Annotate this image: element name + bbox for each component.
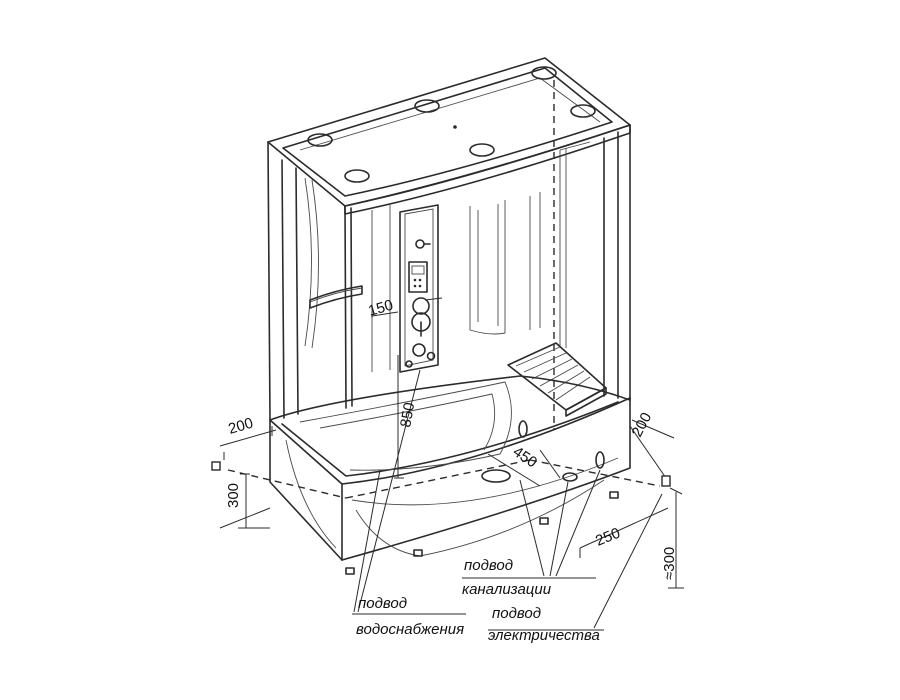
cabin-walls [267,80,631,430]
bathtub [269,375,631,575]
wall-socket-left-icon [211,461,221,471]
dim-panel-height: 850 [397,401,418,429]
foot-icon [609,491,619,499]
connection-labels: подвод канализации подвод водоснабжения … [356,557,600,644]
control-display-icon [408,261,428,293]
dim-right-height: ≈300 [661,547,678,580]
roof-light-icon [531,66,557,80]
sewer-label-line1: подвод [464,557,513,574]
dim-left-height: 300 [225,483,242,508]
dim-right-depth: 250 [593,525,623,550]
roof-light-icon [344,169,370,183]
dim-drain-offset: 450 [510,443,540,471]
dimension-lines-right [345,419,684,589]
roof-light-icon [307,133,333,147]
power-label-line1: подвод [492,605,541,622]
power-inlet-icon [595,451,605,469]
seat [507,342,607,417]
control-panel [399,204,439,373]
water-inlet-icon [518,420,528,438]
roof-light-icon [469,143,495,157]
dimension-texts: 200 300 150 850 450 200 250 ≈300 [225,297,678,580]
mixer-knob-icon [412,297,430,315]
leader-lines [352,369,663,631]
drain-icon [481,469,511,483]
water-label-line1: подвод [358,595,407,612]
roof-light-icon [414,99,440,113]
wall-socket-right-icon [661,475,671,487]
roof-vent-icon [453,125,457,129]
sewer-outlet-icon [562,472,578,482]
sewer-label-line2: канализации [462,581,552,598]
dim-right-offset: 200 [629,410,656,440]
foot-icon [413,549,423,557]
cabin-roof [267,57,631,215]
power-label-line2: электричества [488,627,600,644]
foot-icon [539,517,549,525]
water-label-line2: водоснабжения [356,621,464,638]
shower-head-icon [415,239,425,249]
foot-icon [345,567,355,575]
roof-light-icon [570,104,596,118]
dim-left-offset: 200 [226,415,255,438]
dim-panel-width: 150 [366,297,395,320]
